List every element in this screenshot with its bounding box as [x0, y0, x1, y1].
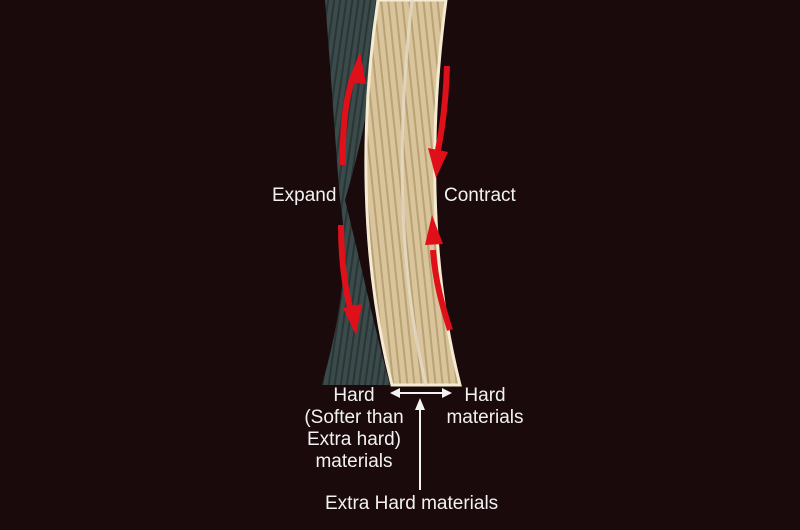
left-material-label: Hard (Softer than Extra hard) materials — [304, 385, 404, 472]
contract-label: Contract — [444, 185, 516, 206]
expand-label: Expand — [272, 185, 337, 206]
core-material-label: Extra Hard materials — [325, 493, 499, 514]
width-arrow — [390, 388, 452, 490]
contract-arrows — [425, 65, 453, 331]
outer-hard-layer — [322, 0, 390, 385]
right-material-label: Hard materials — [446, 385, 524, 428]
expand-arrows — [338, 52, 366, 335]
